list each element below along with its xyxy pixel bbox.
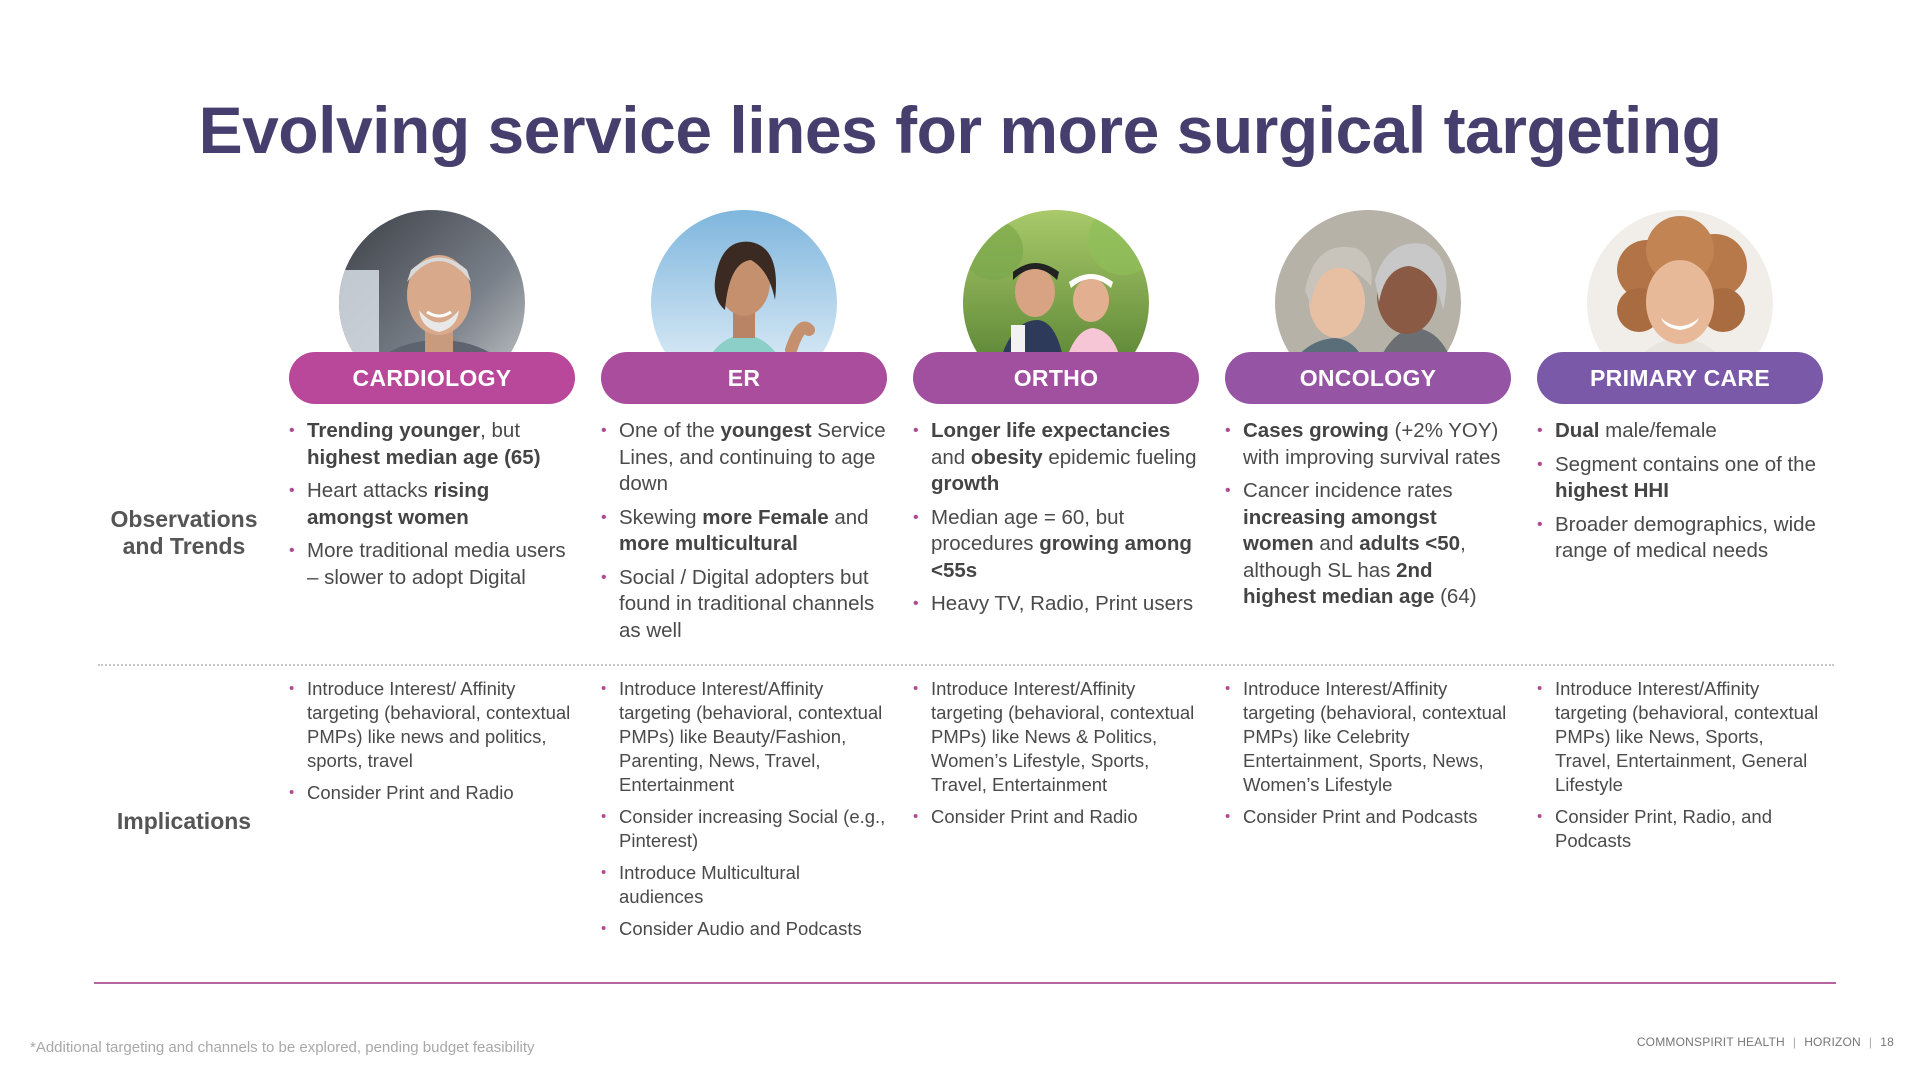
observations-cardiology: Trending younger, but highest median age… — [289, 418, 575, 598]
footer-sub: HORIZON — [1804, 1035, 1861, 1049]
section-divider — [98, 664, 1834, 666]
bullet-item: Consider Audio and Podcasts — [601, 917, 887, 941]
bullet-item: Segment contains one of the highest HHI — [1537, 452, 1823, 505]
bullet-item: Skewing more Female and more multicultur… — [601, 505, 887, 558]
bullet-item: Consider increasing Social (e.g., Pinter… — [601, 805, 887, 853]
slide-title: Evolving service lines for more surgical… — [198, 93, 1722, 167]
bullet-item: Dual male/female — [1537, 418, 1823, 445]
bullet-item: Broader demographics, wide range of medi… — [1537, 512, 1823, 565]
row-label-observations: Observations and Trends — [110, 506, 258, 559]
bullet-item: Introduce Interest/Affinity targeting (b… — [1537, 677, 1823, 797]
footer-separator: | — [1868, 1035, 1873, 1049]
bullet-item: Consider Print, Radio, and Podcasts — [1537, 805, 1823, 853]
page-number: 18 — [1880, 1035, 1894, 1049]
observations-primary-care: Dual male/femaleSegment contains one of … — [1537, 418, 1823, 572]
bullet-item: Introduce Interest/Affinity targeting (b… — [913, 677, 1199, 797]
footer-brand: COMMONSPIRIT HEALTH — [1636, 1035, 1785, 1049]
bullet-item: Trending younger, but highest median age… — [289, 418, 575, 471]
bullet-item: Consider Print and Radio — [289, 781, 575, 805]
bullet-item: Introduce Multicultural audiences — [601, 861, 887, 909]
pill-oncology: ONCOLOGY — [1225, 352, 1511, 404]
bullet-item: Introduce Interest/Affinity targeting (b… — [601, 677, 887, 797]
row-label-implications: Implications — [116, 808, 252, 834]
pill-primary-care: PRIMARY CARE — [1537, 352, 1823, 404]
implications-er: Introduce Interest/Affinity targeting (b… — [601, 677, 887, 949]
footer-separator: | — [1792, 1035, 1797, 1049]
footnote: *Additional targeting and channels to be… — [30, 1039, 535, 1056]
implications-cardiology: Introduce Interest/ Affinity targeting (… — [289, 677, 575, 813]
observations-er: One of the youngest Service Lines, and c… — [601, 418, 887, 651]
bullet-item: One of the youngest Service Lines, and c… — [601, 418, 887, 498]
pill-cardiology: CARDIOLOGY — [289, 352, 575, 404]
implications-ortho: Introduce Interest/Affinity targeting (b… — [913, 677, 1199, 837]
bullet-item: Consider Print and Podcasts — [1225, 805, 1511, 829]
pill-er: ER — [601, 352, 887, 404]
bullet-item: Heart attacks rising amongst women — [289, 478, 575, 531]
bullet-item: Median age = 60, but procedures growing … — [913, 505, 1199, 585]
implications-oncology: Introduce Interest/Affinity targeting (b… — [1225, 677, 1511, 837]
bullet-item: Consider Print and Radio — [913, 805, 1199, 829]
bullet-item: Longer life expectancies and obesity epi… — [913, 418, 1199, 498]
bullet-item: Cases growing (+2% YOY) with improving s… — [1225, 418, 1511, 471]
bullet-item: Heavy TV, Radio, Print users — [913, 591, 1199, 618]
implications-primary-care: Introduce Interest/Affinity targeting (b… — [1537, 677, 1823, 861]
bullet-item: More traditional media users – slower to… — [289, 538, 575, 591]
observations-oncology: Cases growing (+2% YOY) with improving s… — [1225, 418, 1511, 618]
footer: COMMONSPIRIT HEALTH | HORIZON | 18 — [1637, 1035, 1894, 1049]
observations-ortho: Longer life expectancies and obesity epi… — [913, 418, 1199, 625]
bullet-item: Introduce Interest/ Affinity targeting (… — [289, 677, 575, 773]
bottom-rule — [94, 982, 1836, 984]
bullet-item: Cancer incidence rates increasing amongs… — [1225, 478, 1511, 611]
bullet-item: Introduce Interest/Affinity targeting (b… — [1225, 677, 1511, 797]
pill-ortho: ORTHO — [913, 352, 1199, 404]
bullet-item: Social / Digital adopters but found in t… — [601, 565, 887, 645]
